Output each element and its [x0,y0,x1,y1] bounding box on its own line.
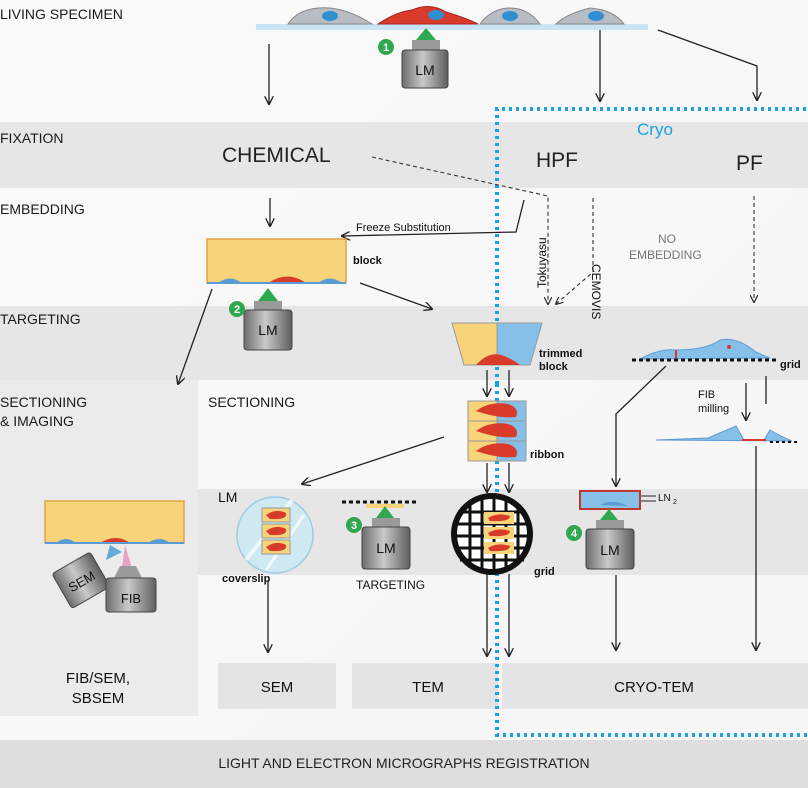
block-label: block [353,255,383,267]
svg-text:4: 4 [571,528,578,540]
freeze-substitution-label: Freeze Substitution [356,222,451,234]
svg-text:2: 2 [234,304,240,316]
arrow-block-to-trimmed [359,282,432,309]
fib-beam [122,545,132,568]
fib-milling-label-1: FIB [698,389,715,401]
output-fibsem-1: FIB/SEM, [66,670,130,687]
cemovis-label: CEMOVIS [589,264,603,319]
lm-objective-3: LM [361,506,411,570]
lm-objective-1: LM [401,28,449,89]
step-badge-3 [346,517,362,533]
step-badge-1 [378,39,394,55]
registration-label: LIGHT AND ELECTRON MICROGRAPHS REGISTRAT… [218,755,589,771]
sem-column: SEM [52,552,110,608]
tem-box [352,663,498,709]
no-embedding-label-1: NO [658,232,676,246]
dashed-chemical-to-trimmed [371,156,548,304]
cryo-frame-top-left [495,107,808,384]
trimmed-block-label-2: block [539,361,569,373]
tokuyasu-label: Tokuyasu [535,237,549,288]
targeting-sublabel: TARGETING [356,578,425,592]
sem-beam [106,545,122,560]
dashed-cemovis [556,198,594,304]
specimen-substrate [256,24,648,30]
fibsem-block [44,500,185,544]
sem-box [218,663,336,709]
svg-text:LM: LM [600,542,619,558]
registration-bar [0,740,808,788]
lm-label-1: LM [415,62,434,78]
stage-sectioning-imaging-2: & IMAGING [0,413,74,429]
stage-fixation: FIXATION [0,130,64,146]
cryo-stage [579,490,656,510]
step-badge-4 [566,525,582,541]
stage-living-specimen: LIVING SPECIMEN [0,6,123,22]
output-fibsem-2: SBSEM [72,690,125,707]
arrow-block-to-fibsem [178,288,213,384]
targeting-band [0,306,808,380]
living-cells [287,6,625,25]
fib-column-label: FIB [121,591,141,606]
arrow-freeze-substitution [342,199,525,236]
svg-text:LM: LM [258,322,277,338]
stage-sectioning-imaging-1: SECTIONING [0,394,87,410]
svg-text:1: 1 [383,42,389,54]
pf-grid [632,338,776,362]
grid-label-pf: grid [780,359,801,371]
grid-label-tem: grid [534,566,555,578]
coverslip-label: coverslip [222,573,271,585]
stage-sectioning: SECTIONING [208,394,295,410]
cryo-tem-box [502,663,808,709]
resin-block [206,238,347,284]
cryo-label: Cryo [637,120,673,139]
arrow-to-pf [657,29,757,100]
step-badge-2 [229,301,245,317]
svg-text:3: 3 [351,520,357,532]
milled-lamella [655,425,800,443]
no-embedding-label-2: EMBEDDING [629,248,702,262]
lm-band-label: LM [218,489,237,505]
lm-objective-4: LM [585,509,635,570]
arrow-pf-grid-to-cryo-lm [616,365,667,486]
method-pf: PF [736,152,763,175]
ribbon-label: ribbon [530,449,564,461]
method-hpf: HPF [536,149,578,172]
fib-column: FIB [105,566,157,613]
arrow-ribbon-to-coverslip [302,436,445,484]
trimmed-block [451,322,543,366]
output-sem: SEM [261,679,294,696]
method-chemical: CHEMICAL [222,144,331,167]
output-tem: TEM [412,679,444,696]
sectioning-imaging-panel [0,380,198,716]
stage-targeting: TARGETING [0,311,81,327]
svg-text:2: 2 [673,499,677,506]
lm-objective-2: LM [243,288,293,351]
ribbon [467,400,527,462]
ln2-label: LN [658,493,671,504]
output-cryo-tem: CRYO-TEM [614,679,694,696]
cryo-frame-bottom [495,384,808,737]
trimmed-block-label-1: trimmed [539,348,582,360]
tem-grid [451,493,533,575]
fib-milling-label-2: milling [698,403,729,415]
fixation-band [0,122,808,188]
coverslip [236,496,314,574]
stage-embedding: EMBEDDING [0,201,85,217]
svg-text:LM: LM [376,540,395,556]
